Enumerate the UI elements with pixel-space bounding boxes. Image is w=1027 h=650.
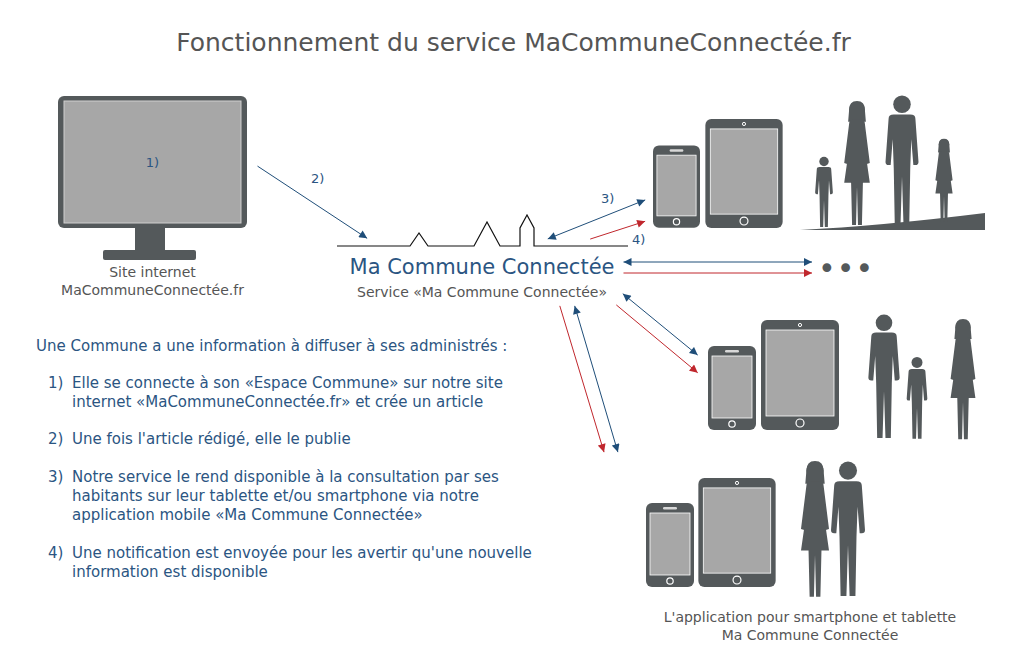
- village-skyline: [337, 215, 628, 246]
- monitor-neck: [135, 228, 165, 250]
- smartphone-icon: [708, 346, 756, 430]
- girl-silhouette: [935, 139, 952, 222]
- woman-silhouette: [844, 101, 870, 225]
- connector-arrow: [623, 273, 812, 274]
- connector-arrow: [548, 200, 645, 239]
- intro-text: Une Commune a une information à diffuser…: [36, 337, 507, 356]
- step-text: Une fois l'article rédigé, elle le publi…: [72, 430, 542, 449]
- connector-arrow: [258, 166, 368, 238]
- woman-silhouette: [801, 461, 829, 597]
- man-silhouette: [831, 462, 865, 596]
- device-group-illustration: [646, 461, 865, 597]
- device-group: [648, 92, 990, 232]
- callout-number: 1): [50, 155, 255, 171]
- device-group: [700, 312, 990, 448]
- device-group: L'application pour smartphone et tablett…: [600, 455, 1020, 644]
- monitor-illustration: [58, 96, 247, 260]
- tablet-icon: [698, 478, 775, 587]
- connector-arrow: [616, 305, 697, 373]
- more-users-node: •••: [815, 256, 877, 282]
- step-number: 4): [48, 544, 63, 563]
- callout-number: 3): [600, 191, 615, 207]
- connector-arrow: [623, 262, 812, 263]
- smartphone-icon: [653, 145, 700, 227]
- diagram-title: Fonctionnement du service MaCommuneConne…: [0, 28, 1027, 58]
- step-text: Une notification est envoyée pour les av…: [72, 544, 542, 582]
- smartphone-icon: [646, 503, 694, 587]
- man-silhouette: [868, 314, 899, 438]
- step-number: 2): [48, 430, 63, 449]
- website-caption: Site internet MaCommuneConnectée.fr: [50, 263, 255, 299]
- step-text: Elle se connecte à son «Espace Commune» …: [72, 374, 542, 412]
- ground: [800, 213, 985, 230]
- service-subtitle: Service «Ma Commune Connectée»: [350, 283, 615, 301]
- step-number: 3): [48, 468, 63, 487]
- connector-arrow: [623, 294, 698, 355]
- child-silhouette: [907, 357, 928, 439]
- service-name: Ma Commune Connectée: [350, 255, 615, 279]
- tablet-icon: [705, 119, 782, 228]
- connector-arrow: [560, 306, 604, 452]
- step-number: 1): [48, 374, 63, 393]
- step-text: Notre service le rend disponible à la co…: [72, 468, 542, 525]
- man-silhouette: [886, 96, 919, 226]
- device-group-illustration: [653, 96, 985, 230]
- woman-silhouette: [951, 319, 976, 439]
- service-node: Ma Commune ConnectéeService «Ma Commune …: [344, 240, 621, 303]
- callout-number: 4): [631, 232, 646, 248]
- monitor-base: [103, 250, 196, 260]
- app-caption: L'application pour smartphone et tablett…: [658, 608, 963, 644]
- tablet-icon: [761, 320, 839, 430]
- website-node: 1) Site internet MaCommuneConnectée.fr: [50, 92, 255, 299]
- device-group-illustration: [708, 314, 975, 439]
- callout-number: 2): [310, 171, 325, 187]
- connector-arrow: [575, 306, 618, 452]
- ellipsis-dots: •••: [818, 256, 874, 282]
- child-silhouette: [815, 157, 833, 227]
